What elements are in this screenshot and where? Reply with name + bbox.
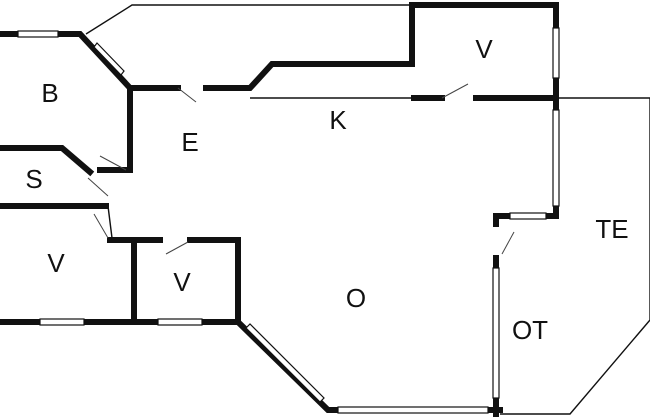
- window-bedroom-top: [17, 30, 59, 38]
- room-label-closet-small: V: [173, 267, 191, 297]
- door-living-left: [93, 213, 109, 239]
- window-right: [552, 109, 560, 207]
- door-hall-kitchen: [177, 87, 197, 103]
- wall-kitchen-top: [203, 2, 559, 101]
- window-bedroom-diagonal: [93, 42, 125, 76]
- room-label-terrace: TE: [595, 214, 628, 244]
- upper-outline: [85, 4, 412, 35]
- window-living-left: [39, 318, 85, 326]
- terrace-outline: [558, 97, 650, 415]
- door-ot: [501, 231, 515, 255]
- room-label-hall: E: [181, 127, 198, 157]
- room-label-living-room: O: [346, 283, 366, 313]
- room-label-bedroom: B: [41, 78, 58, 108]
- room-label-covered-terrace: OT: [512, 315, 548, 345]
- room-label-kitchen: K: [329, 105, 347, 135]
- window-closet-small: [157, 318, 203, 326]
- wall-closet-small-top: [187, 237, 241, 325]
- wall-living-bottom: [233, 317, 503, 413]
- window-living-diagonal: [245, 323, 325, 403]
- window-ot: [492, 267, 500, 399]
- room-label-sauna: S: [25, 164, 42, 194]
- room-label-closet-top: V: [475, 34, 493, 64]
- hall-divider-line: [107, 205, 113, 239]
- door-closet-top: [441, 83, 469, 99]
- window-living-bottom: [337, 406, 489, 414]
- door-sauna: [87, 177, 109, 197]
- room-label-living-left: V: [47, 248, 65, 278]
- wall-right: [493, 95, 559, 227]
- window-closet-top-right: [552, 27, 560, 79]
- wall-bedroom-sauna: [0, 145, 95, 177]
- door-closet-small: [165, 241, 189, 255]
- door-bedroom: [99, 155, 127, 171]
- window-right-short: [509, 212, 547, 220]
